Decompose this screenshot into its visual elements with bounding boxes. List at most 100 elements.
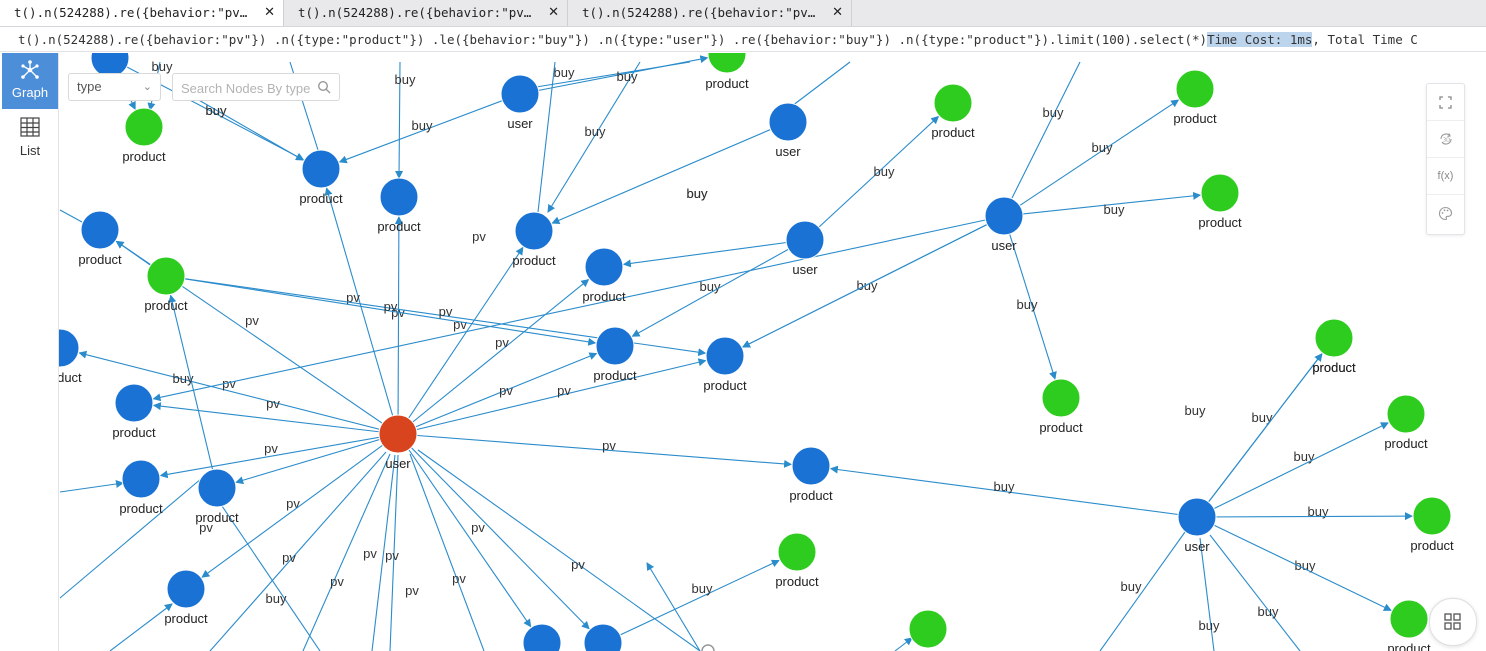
node-user-b8[interactable]: product	[593, 326, 637, 383]
node-search-box[interactable]	[172, 73, 340, 101]
edge-label: buy	[554, 65, 575, 80]
function-button[interactable]: f(x)	[1427, 158, 1464, 195]
edge-c-b9[interactable]	[397, 358, 707, 435]
node-label: product	[593, 368, 637, 383]
type-select[interactable]: type ⌄	[68, 73, 161, 101]
node-user-b15[interactable]	[583, 623, 623, 651]
node-circle	[933, 83, 973, 123]
node-user-b9[interactable]: product	[703, 336, 747, 393]
fullscreen-button[interactable]	[1427, 84, 1464, 121]
node-product-g6[interactable]: product	[1198, 173, 1242, 230]
node-user-b6[interactable]: product	[582, 247, 626, 304]
edge-c-b6[interactable]	[397, 278, 590, 435]
edge-label: buy	[1295, 558, 1316, 573]
node-label: product	[789, 488, 833, 503]
tab-query-2[interactable]: t().n(524288).re({behavior:"pv… ✕	[284, 0, 568, 26]
edge-u5-g6[interactable]	[1003, 191, 1202, 217]
node-user-b13[interactable]: product	[789, 446, 833, 503]
node-product-g3[interactable]: product	[931, 83, 975, 140]
node-user-b7[interactable]: product	[112, 383, 156, 440]
node-user-b14[interactable]	[522, 623, 562, 651]
edge-u4-b8[interactable]	[631, 239, 806, 337]
edge-u5-g5[interactable]	[1003, 99, 1180, 217]
3d-view-button[interactable]: 3D	[1427, 121, 1464, 158]
node-label: product	[122, 149, 166, 164]
node-user-b2[interactable]: product	[377, 177, 421, 234]
node-label: product	[931, 125, 975, 140]
node-product-g5[interactable]: product	[1173, 69, 1217, 126]
node-circle	[584, 247, 624, 287]
time-cost: Time Cost: 1ms	[1207, 32, 1313, 47]
style-button[interactable]	[1427, 195, 1464, 232]
node-product-g7[interactable]: product	[1039, 378, 1083, 435]
edge-u5-b9[interactable]	[741, 215, 1005, 348]
edge-u5-g7[interactable]	[1003, 215, 1057, 380]
edge-c-b7[interactable]	[152, 402, 399, 435]
edge-c-b12[interactable]	[201, 433, 399, 578]
graph-canvas[interactable]: pvpvpvpvpvpvpvpvpvpvpvpvpvbuybuybuypvpvb…	[59, 53, 1486, 651]
edge-c-b2[interactable]	[394, 215, 403, 435]
node-user-u5[interactable]: user	[984, 196, 1024, 253]
node-circle	[124, 107, 164, 147]
node-center-c[interactable]: user	[378, 414, 418, 471]
close-icon[interactable]: ✕	[548, 5, 559, 20]
edge-u7-g11[interactable]	[1196, 512, 1414, 521]
edge-offscreen	[529, 61, 691, 89]
node-product-g12[interactable]: product	[1387, 599, 1431, 651]
node-product-g9[interactable]: product	[1312, 318, 1356, 375]
node-product-gtop[interactable]: product	[705, 53, 749, 91]
edge-c-b11[interactable]	[235, 433, 399, 485]
edge-u2-b1[interactable]	[338, 93, 521, 164]
close-icon[interactable]: ✕	[264, 5, 275, 20]
graph-view-label: Graph	[11, 85, 49, 100]
edge-u7-g12[interactable]	[1196, 516, 1392, 611]
edge-u3-b5[interactable]	[551, 121, 789, 225]
graph-view-button[interactable]: Graph	[2, 53, 58, 109]
edge-c-b10[interactable]	[159, 433, 399, 479]
search-icon[interactable]	[317, 80, 331, 94]
node-user-b12[interactable]: product	[164, 569, 208, 626]
tab-query-1[interactable]: t().n(524288).re({behavior:"pv… ✕	[0, 0, 284, 26]
edge-c-b14[interactable]	[397, 433, 532, 628]
edge-u4-b6[interactable]	[622, 239, 806, 268]
edge-c-b5[interactable]	[397, 246, 524, 435]
node-user-b11[interactable]: product	[195, 468, 239, 525]
edge-u7-g10[interactable]	[1196, 422, 1389, 518]
node-product-g2[interactable]: product	[144, 256, 188, 313]
edge-b15-g4[interactable]	[602, 559, 780, 644]
graph-svg[interactable]: pvpvpvpvpvpvpvpvpvpvpvpvpvbuybuybuypvpvb…	[59, 53, 1486, 651]
edge-c-b4[interactable]	[78, 350, 399, 435]
edge-c-b8[interactable]	[397, 352, 598, 435]
list-view-button[interactable]: List	[2, 109, 58, 165]
edge-u4-g3[interactable]	[804, 115, 940, 241]
edge-label: pv	[439, 304, 453, 319]
node-user-u3[interactable]: user	[768, 102, 808, 159]
node-product-g4[interactable]: product	[775, 532, 819, 589]
node-user-b4[interactable]: product	[59, 328, 82, 385]
edge-u7-b13[interactable]	[829, 465, 1198, 518]
node-product-g1[interactable]: product	[122, 107, 166, 164]
edge-c-b1[interactable]	[324, 187, 399, 435]
node-user-b3[interactable]: product	[78, 210, 122, 267]
edge-c-b15[interactable]	[397, 433, 590, 630]
node-user-b10[interactable]: product	[119, 459, 163, 516]
edge-c-b13[interactable]	[397, 433, 793, 468]
node-user-u7[interactable]: user	[1177, 497, 1217, 554]
edge-u7-g9[interactable]	[1196, 353, 1323, 518]
node-product-g11[interactable]: product	[1410, 496, 1454, 553]
node-product-g14[interactable]	[908, 609, 948, 649]
node-product-g10[interactable]: product	[1384, 394, 1428, 451]
node-circle	[80, 210, 120, 250]
node-search-input[interactable]	[179, 78, 313, 98]
tab-query-3[interactable]: t().n(524288).re({behavior:"pv… ✕	[568, 0, 852, 26]
edge-b11-g2[interactable]	[168, 294, 218, 489]
close-icon[interactable]: ✕	[832, 5, 843, 20]
query-bar[interactable]: t().n(524288).re({behavior:"pv"}) .n({ty…	[0, 27, 1486, 52]
edge-u5-b7[interactable]	[152, 215, 1005, 402]
node-user-b5[interactable]: product	[512, 211, 556, 268]
edge-g2-b8[interactable]	[165, 275, 597, 346]
node-user-b1[interactable]: product	[299, 149, 343, 206]
node-user-u4[interactable]: user	[785, 220, 825, 277]
overview-button[interactable]	[1429, 598, 1477, 646]
node-user-u2[interactable]: user	[500, 74, 540, 131]
